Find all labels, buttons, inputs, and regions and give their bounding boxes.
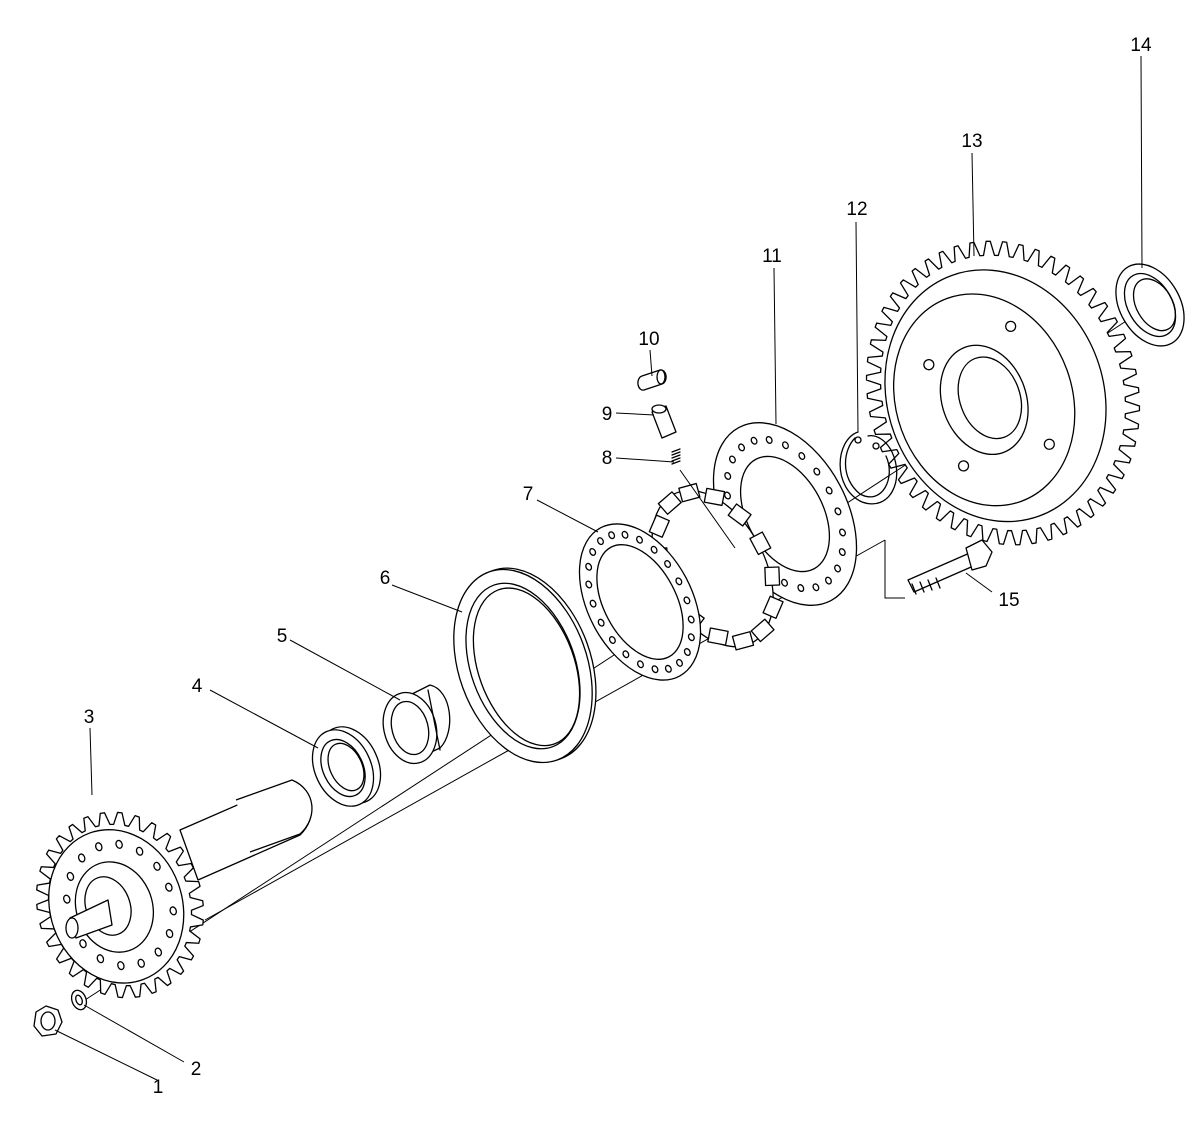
hole [589,599,597,608]
hole [724,491,731,500]
callout-plunger: 9 [602,404,613,425]
hole [115,839,123,849]
hole [834,507,842,516]
hole [96,954,105,964]
hole [66,871,75,881]
callout-bearing: 4 [192,676,203,697]
hole [636,660,644,669]
hole [728,455,736,464]
hole [675,577,683,586]
callout-side-plate: 11 [762,246,782,267]
hole [765,435,773,444]
hole [750,436,758,445]
part-bushing [382,684,451,765]
clutch-sprag [678,482,701,503]
part-circlip [839,431,898,505]
hole [664,560,672,568]
hole [781,441,789,450]
clutch-sprag [750,618,775,643]
hole [585,580,593,589]
part-driven-gear [865,240,1141,546]
clutch-sprag [727,503,752,527]
callout-one-way-clutch: 7 [523,484,534,505]
clutch-sprag [648,514,670,538]
callout-spring: 8 [602,448,613,469]
part-spring [671,448,681,465]
hole [137,958,145,968]
clutch-sprag [731,631,755,651]
hole [825,486,833,495]
hole [135,846,144,856]
part-needle-bearing [1115,263,1185,347]
hole [838,548,846,557]
hole [812,583,820,592]
clutch-sprag [707,627,729,646]
hole [165,929,174,939]
hole [77,853,86,863]
hole [687,615,695,624]
callout-spacer-ring: 6 [380,568,391,589]
callout-washer: 2 [191,1059,202,1080]
callout-drive-gear-shaft: 3 [84,707,95,728]
hole [585,562,593,571]
part-bearing [311,726,382,807]
hole [724,471,732,480]
part-nut [33,1005,63,1037]
hole [651,665,659,674]
part-drive-gear-shaft [36,779,313,999]
clutch-sprag [703,487,726,507]
hole [79,939,87,949]
callout-bolt: 15 [998,590,1019,611]
callout-bushing: 5 [277,626,288,647]
hole [165,882,173,892]
hole [687,633,695,642]
part-bolt [907,539,993,595]
hole [589,547,597,556]
part-roller [637,369,667,391]
hole [597,618,605,627]
hole [621,530,629,539]
part-washer [70,989,88,1011]
clutch-sprag [749,531,772,556]
hole [683,596,691,605]
hole [608,636,616,644]
hole [738,443,746,452]
callout-circlip: 12 [846,199,867,220]
hole [95,842,103,852]
part-one-way-clutch [578,482,784,681]
part-plunger [651,404,677,439]
clutch-sprag [764,566,781,587]
callout-needle-bearing: 14 [1130,35,1152,56]
hole [169,906,177,916]
hole [664,664,672,673]
hole [63,894,71,904]
clutch-sprag [762,595,784,619]
hole [622,650,630,659]
callout-driven-gear: 13 [961,131,982,152]
part-spacer-ring [453,567,597,764]
hole [117,961,125,971]
callout-roller: 10 [638,329,659,350]
hole [834,564,842,573]
callout-nut: 1 [153,1077,164,1098]
hole [839,528,846,537]
clutch-sprag [657,491,682,515]
hole [597,537,604,546]
hole [153,861,161,871]
hole [676,658,683,667]
hole [683,648,691,657]
hole [781,578,789,587]
hole [650,545,658,554]
hole [824,576,832,585]
hole [798,452,806,460]
hole [608,531,616,540]
hole [797,584,805,593]
hole [154,947,163,957]
leader-lines [54,55,1143,1081]
hole [636,535,644,544]
hole [813,467,821,476]
